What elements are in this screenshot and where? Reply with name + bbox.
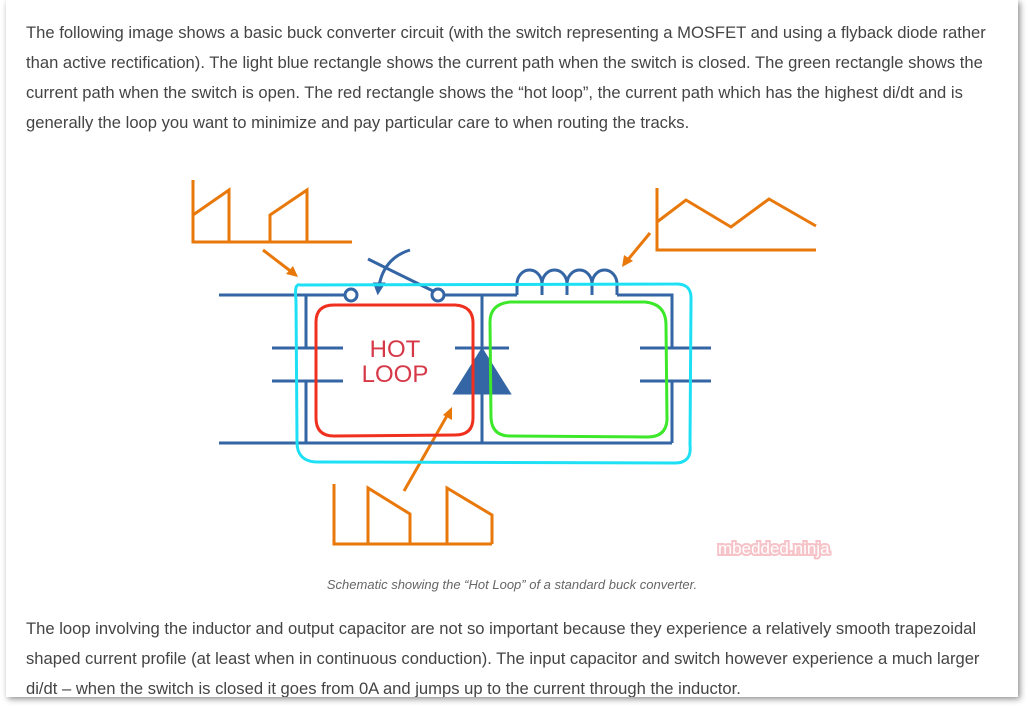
diode-current-waveform	[332, 484, 494, 546]
intro-paragraph: The following image shows a basic buck c…	[26, 23, 986, 132]
switch-open-loop	[488, 300, 669, 439]
body-paragraph: The loop involving the inductor and outp…	[26, 619, 980, 697]
switch-current-waveform	[191, 180, 352, 244]
inductor	[515, 268, 619, 295]
hot-loop-label-line2: LOOP	[362, 361, 429, 388]
hot-loop	[314, 303, 475, 438]
circuit-wires	[219, 248, 711, 445]
waveform-arrows	[262, 232, 652, 492]
figure-caption: Schematic showing the “Hot Loop” of a st…	[326, 577, 698, 592]
switch-closed-loop	[294, 282, 693, 465]
inductor-current-waveform	[655, 188, 817, 252]
diode	[452, 347, 512, 395]
article-panel: The following image shows a basic buck c…	[6, 0, 1018, 697]
hot-loop-label-line1: HOT	[370, 336, 421, 363]
buck-converter-schematic: HOT LOOP mbedded.ninja	[191, 180, 832, 560]
watermark: mbedded.ninja	[718, 539, 830, 558]
